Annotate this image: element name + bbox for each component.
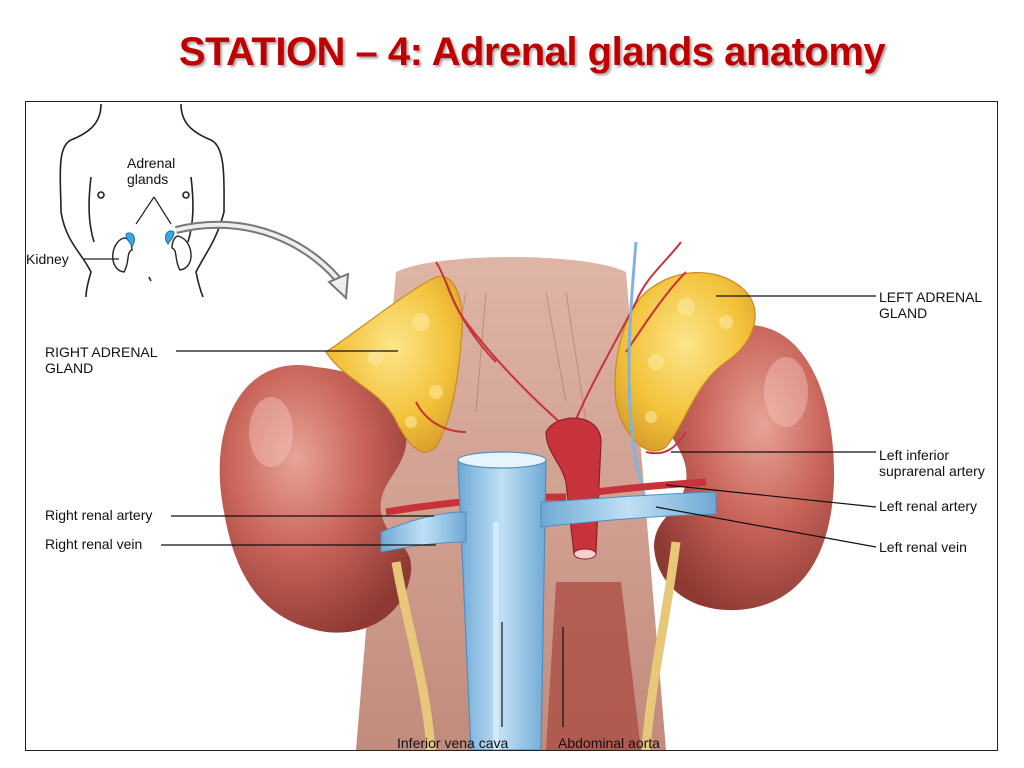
slide-title: STATION – 4: Adrenal glands anatomy: [178, 30, 886, 74]
left-renal-artery: [595, 478, 707, 496]
right-adrenal-gland-label: RIGHT ADRENAL GLAND: [45, 344, 158, 376]
inset-leader-lines: [83, 196, 172, 260]
anatomy-illustration: [59, 103, 877, 750]
inset-torso: [59, 103, 225, 298]
abdominal-aorta-label: Abdominal aorta: [558, 735, 660, 751]
right-renal-vein-label: Right renal vein: [45, 536, 143, 552]
right-renal-vein: [380, 511, 467, 553]
left-renal-vein-label: Left renal vein: [879, 539, 967, 555]
right-kidney: [219, 364, 412, 633]
anatomy-figure: Adrenal glands Kidney RIGHT ADRENAL GLAN…: [25, 101, 998, 751]
left-adrenal-gland-label: LEFT ADRENAL GLAND: [879, 289, 983, 321]
right-renal-artery-label: Right renal artery: [45, 507, 153, 523]
left-suprarenal-vein: [627, 241, 648, 503]
left-kidney: [654, 324, 835, 611]
left-inferior-suprarenal-artery-label: Left inferior suprarenal artery: [879, 447, 985, 479]
inset-arrow: [175, 220, 350, 301]
inset-kidney-label: Kidney: [26, 251, 69, 267]
left-renal-vein: [540, 491, 717, 528]
inferior-vena-cava-label: Inferior vena cava: [397, 735, 509, 751]
right-ureter: [391, 561, 436, 750]
inset-adrenal-glands-label: Adrenal glands: [127, 155, 176, 187]
left-renal-artery-label: Left renal artery: [879, 498, 978, 514]
left-ureter: [641, 541, 681, 750]
inset-kidneys: [112, 230, 192, 273]
label-leader-lines: [161, 295, 877, 727]
